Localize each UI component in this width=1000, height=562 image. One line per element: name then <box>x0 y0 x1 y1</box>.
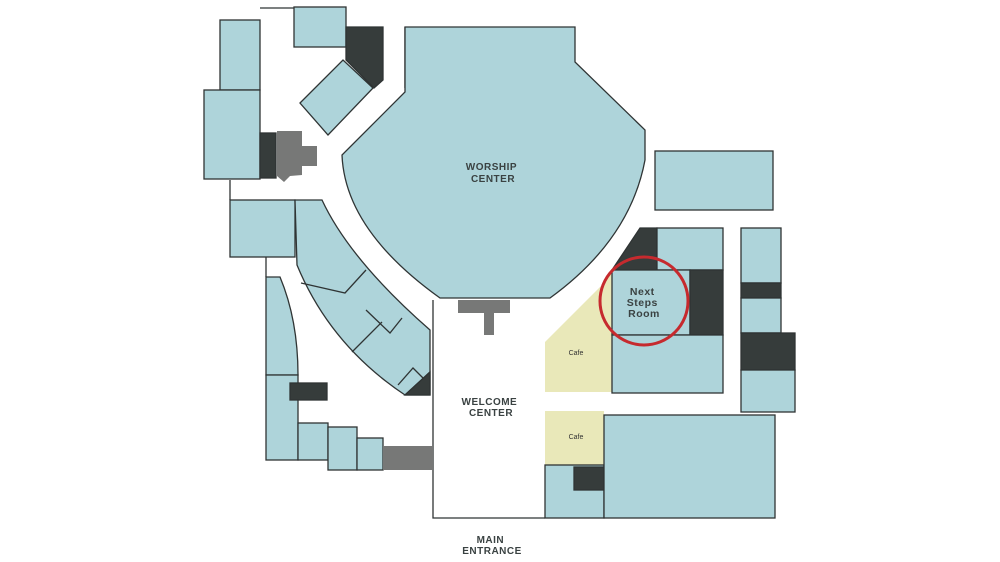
restricted-area <box>289 382 328 401</box>
label-line: WELCOME <box>462 397 518 408</box>
label-line: Next <box>630 286 655 298</box>
room-left-middle[interactable] <box>229 199 296 258</box>
wing-walls <box>300 269 431 396</box>
label-line: ENTRANCE <box>462 546 522 557</box>
room-right-2[interactable] <box>611 334 724 394</box>
restricted-area <box>403 370 431 396</box>
room-top-left-1[interactable] <box>219 19 261 91</box>
room-left-curved[interactable] <box>265 276 299 376</box>
room-top-left-2[interactable] <box>203 89 261 180</box>
restroom <box>458 300 510 335</box>
cafe-label: Cafe <box>569 350 584 357</box>
welcome-center-label: WELCOME CENTER <box>462 397 521 419</box>
label-line: CENTER <box>469 408 513 419</box>
restricted-area <box>740 282 782 299</box>
restricted-area <box>345 26 384 89</box>
restroom-small <box>302 146 317 166</box>
label-line: WORSHIP <box>466 162 517 173</box>
room-right-column-1[interactable] <box>740 227 782 284</box>
next-steps-room-label: Next Steps Room <box>627 286 662 320</box>
restricted-area <box>740 332 796 371</box>
restricted-area <box>573 466 605 491</box>
cafe-area-2[interactable] <box>545 411 604 465</box>
room-right-column-2[interactable] <box>740 297 782 334</box>
room-top-right[interactable] <box>654 150 774 211</box>
room-right-column-3[interactable] <box>740 369 796 413</box>
cafe-label: Cafe <box>569 434 584 441</box>
label-line: Steps <box>627 297 658 309</box>
restroom <box>383 446 433 470</box>
room-bottom-large[interactable] <box>603 414 776 519</box>
worship-center-label: WORSHIP CENTER <box>466 162 520 185</box>
label-line: CENTER <box>471 174 515 185</box>
label-line: Room <box>628 308 660 320</box>
room-top[interactable] <box>293 6 347 48</box>
highlight-circle <box>598 255 690 347</box>
main-entrance-label: MAIN ENTRANCE <box>462 535 522 557</box>
room-lower-2[interactable] <box>327 426 358 471</box>
room-lower-3[interactable] <box>356 437 384 471</box>
room-angled[interactable] <box>299 59 374 136</box>
restricted-area <box>689 269 724 336</box>
label-line: MAIN <box>477 535 505 546</box>
restricted-area <box>259 132 277 179</box>
restroom <box>277 131 302 182</box>
worship-center[interactable] <box>341 26 646 299</box>
cafe-area-1[interactable] <box>545 272 612 392</box>
room-lower-1[interactable] <box>297 422 329 461</box>
